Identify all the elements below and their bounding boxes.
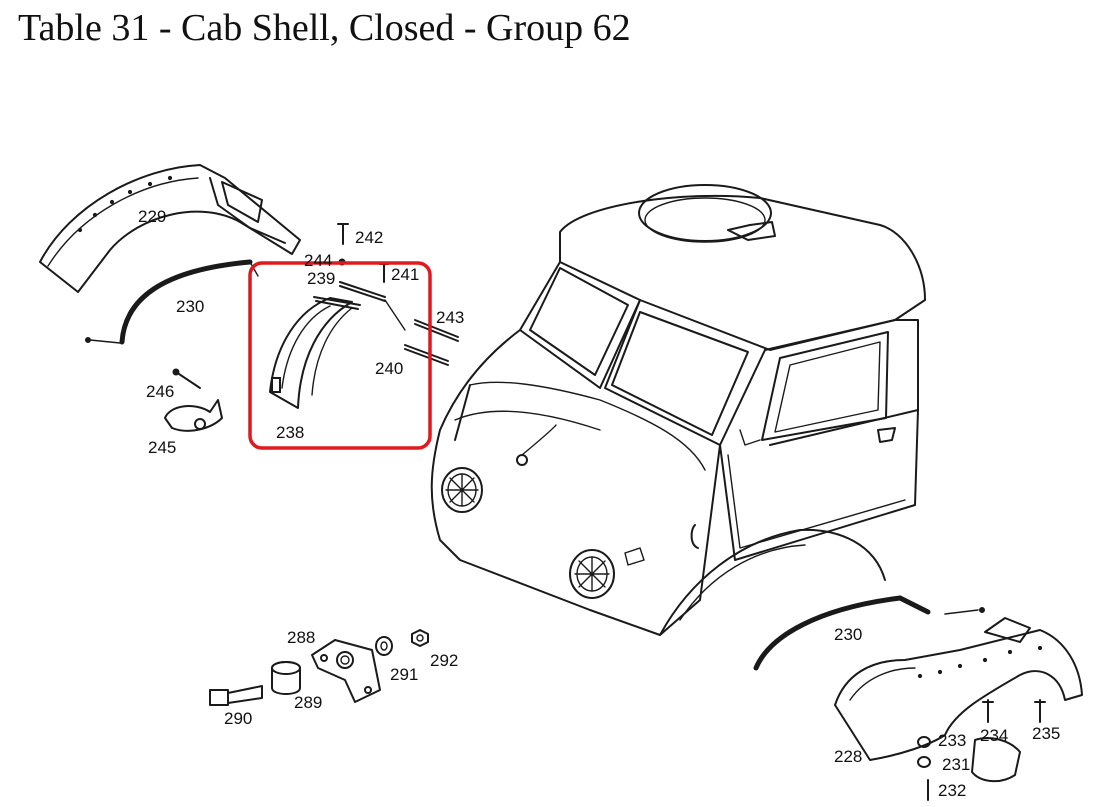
label-290: 290 xyxy=(224,709,252,728)
label-235: 235 xyxy=(1032,724,1060,743)
label-292: 292 xyxy=(430,651,458,670)
label-239: 239 xyxy=(307,269,335,288)
right-fender-part xyxy=(834,617,1083,761)
hinge-bracket-part xyxy=(164,368,223,432)
bottom-right-fasteners xyxy=(917,699,1046,801)
label-229: 229 xyxy=(138,207,166,226)
label-246: 246 xyxy=(146,382,174,401)
right-seal-strip-part xyxy=(753,595,985,671)
part-labels: 229 230 242 244 239 241 243 240 246 245 … xyxy=(138,207,1060,800)
mount-parts-group xyxy=(209,629,429,706)
label-228: 228 xyxy=(834,747,862,766)
label-234: 234 xyxy=(980,726,1008,745)
label-245: 245 xyxy=(148,438,176,457)
label-231: 231 xyxy=(942,755,970,774)
left-fender-part xyxy=(39,164,301,293)
label-243: 243 xyxy=(436,308,464,327)
label-230-left: 230 xyxy=(176,297,204,316)
label-230-right: 230 xyxy=(834,625,862,644)
label-289: 289 xyxy=(294,693,322,712)
left-seal-strip-part xyxy=(85,259,259,345)
label-291: 291 xyxy=(390,665,418,684)
label-240: 240 xyxy=(375,359,403,378)
page-title: Table 31 - Cab Shell, Closed - Group 62 xyxy=(18,7,631,49)
label-242: 242 xyxy=(355,228,383,247)
label-232: 232 xyxy=(938,781,966,800)
label-244: 244 xyxy=(304,251,332,270)
highlight-box xyxy=(248,261,432,450)
highlighted-part-group xyxy=(269,281,459,409)
cab-shell xyxy=(430,184,926,636)
label-241: 241 xyxy=(391,265,419,284)
label-288: 288 xyxy=(287,628,315,647)
label-238: 238 xyxy=(276,423,304,442)
label-233: 233 xyxy=(938,731,966,750)
